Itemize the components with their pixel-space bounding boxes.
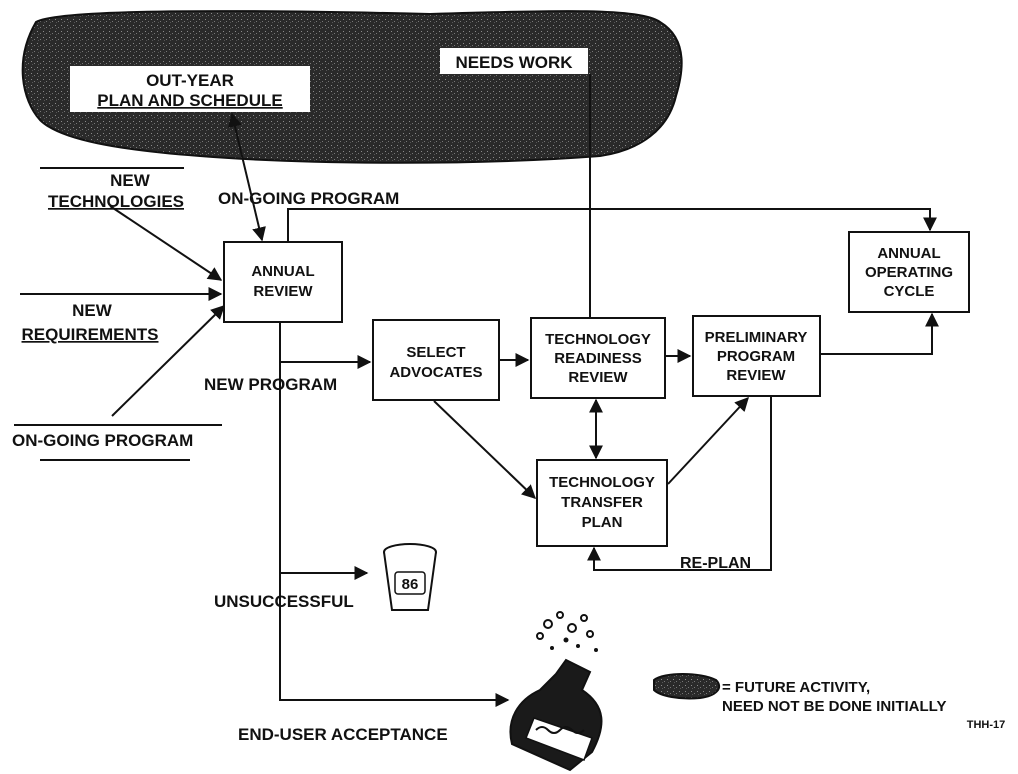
- figure-id: THH-17: [967, 719, 1006, 731]
- svg-text:READINESS: READINESS: [554, 350, 642, 367]
- arrow-ongoing-program-input: [111, 305, 225, 417]
- needs-work-label: NEEDS WORK: [455, 53, 573, 72]
- arrow-plan-to-annual-review: [228, 112, 266, 242]
- svg-text:PROGRAM: PROGRAM: [717, 348, 795, 365]
- svg-text:SELECT: SELECT: [406, 344, 465, 361]
- svg-text:ADVOCATES: ADVOCATES: [389, 364, 482, 381]
- technology-readiness-review-box: TECHNOLOGY READINESS REVIEW: [530, 317, 666, 399]
- svg-text:PLAN: PLAN: [582, 514, 623, 531]
- select-advocates-box: SELECT ADVOCATES: [372, 319, 500, 401]
- svg-text:TECHNOLOGY: TECHNOLOGY: [545, 331, 651, 348]
- needs-work-tag: NEEDS WORK: [440, 48, 588, 74]
- legend-cloud-icon: [653, 673, 721, 700]
- arrow-advocates-to-transfer-plan: [433, 400, 537, 499]
- legend-line2: NEED NOT BE DONE INITIALLY: [722, 698, 946, 715]
- svg-text:TECHNOLOGY: TECHNOLOGY: [549, 474, 655, 491]
- svg-text:PRELIMINARY: PRELIMINARY: [705, 329, 808, 346]
- plan-label-line2: PLAN AND SCHEDULE: [97, 91, 282, 110]
- arrow-re-plan: [587, 396, 772, 571]
- technology-transfer-plan-box: TECHNOLOGY TRANSFER PLAN: [536, 459, 668, 547]
- ongoing-program-input-label: ON-GOING PROGRAM: [12, 431, 193, 450]
- re-plan-label: RE-PLAN: [680, 555, 751, 572]
- svg-text:OPERATING: OPERATING: [865, 264, 953, 281]
- svg-text:TRANSFER: TRANSFER: [561, 494, 643, 511]
- svg-text:REVIEW: REVIEW: [726, 367, 786, 384]
- arrow-end-user-acceptance: [279, 322, 510, 707]
- svg-text:REVIEW: REVIEW: [253, 283, 313, 300]
- annual-operating-cycle-box: ANNUAL OPERATING CYCLE: [848, 231, 970, 313]
- wastebasket-number: 86: [402, 576, 419, 593]
- new-technologies-line2: TECHNOLOGIES: [48, 192, 184, 211]
- svg-text:ANNUAL: ANNUAL: [251, 263, 314, 280]
- preliminary-program-review-box: PRELIMINARY PROGRAM REVIEW: [692, 315, 821, 397]
- wastebasket-icon: 86: [383, 543, 437, 611]
- new-program-label: NEW PROGRAM: [204, 375, 337, 394]
- svg-text:CYCLE: CYCLE: [884, 283, 935, 300]
- svg-text:REVIEW: REVIEW: [568, 369, 628, 386]
- new-requirements-line2: REQUIREMENTS: [22, 325, 159, 344]
- end-user-acceptance-label: END-USER ACCEPTANCE: [238, 725, 448, 744]
- out-year-plan-box: OUT-YEAR PLAN AND SCHEDULE: [70, 66, 310, 112]
- annual-review-box: ANNUAL REVIEW: [223, 241, 343, 323]
- new-technologies-line1: NEW: [110, 171, 151, 190]
- plan-label-line1: OUT-YEAR: [146, 71, 234, 90]
- legend-line1: = FUTURE ACTIVITY,: [722, 679, 870, 696]
- new-requirements-line1: NEW: [72, 301, 113, 320]
- arrow-ppr-to-operating-cycle: [820, 312, 939, 355]
- arrow-transfer-plan-to-ppr: [667, 396, 749, 485]
- arrow-new-technologies: [109, 205, 223, 281]
- unsuccessful-label: UNSUCCESSFUL: [214, 592, 354, 611]
- arrow-ongoing-to-operating-cycle: [287, 208, 937, 242]
- svg-text:ANNUAL: ANNUAL: [877, 245, 940, 262]
- ongoing-program-label: ON-GOING PROGRAM: [218, 189, 399, 208]
- champagne-bottle-icon: [509, 611, 603, 772]
